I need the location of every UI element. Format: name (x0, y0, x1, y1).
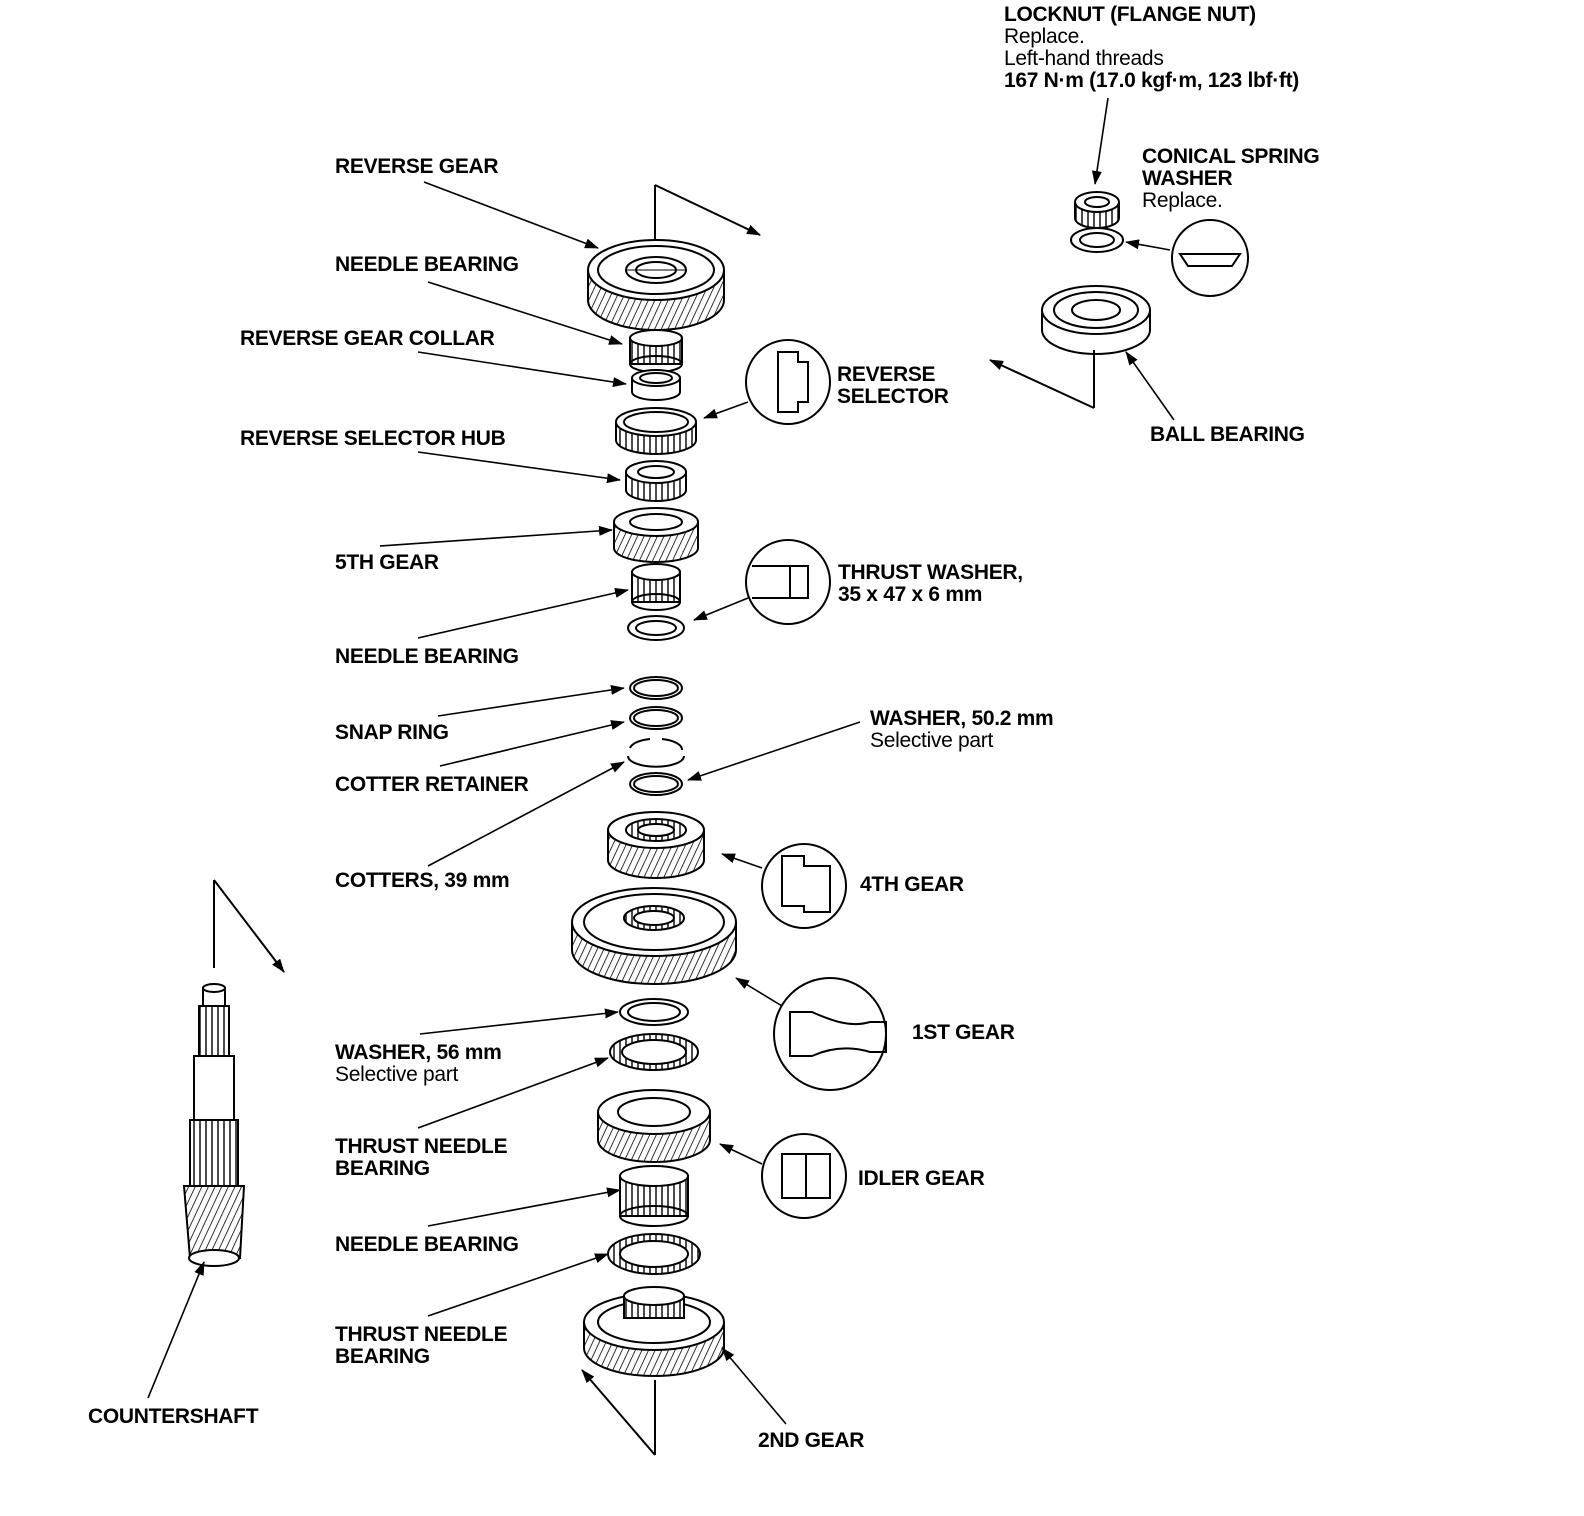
ball-bearing-axis (989, 350, 1095, 409)
reverse-selector-hub-label: REVERSE SELECTOR HUB (240, 427, 506, 450)
reverse-selector-part (615, 407, 697, 455)
washer-50-label: WASHER, 50.2 mm Selective part (870, 707, 1054, 752)
locknut-torque: 167 N·m (17.0 kgf·m, 123 lbf·ft) (1004, 69, 1299, 92)
locknut-part (1074, 191, 1120, 229)
washer-56-title: WASHER, 56 mm (335, 1041, 502, 1064)
idler-gear-detail (761, 1133, 847, 1219)
second-gear-label: 2ND GEAR (758, 1429, 865, 1452)
fourth-gear-detail (761, 843, 847, 929)
reverse-gear-collar-part (631, 369, 681, 401)
reverse-selector-line2: SELECTOR (837, 385, 949, 408)
locknut-note-threads: Left-hand threads (1004, 47, 1164, 70)
needle-bearing-low-part (619, 1165, 689, 1227)
fifth-gear-label: 5TH GEAR (335, 551, 439, 574)
needle-bearing-mid-label: NEEDLE BEARING (335, 645, 519, 668)
reverse-selector-line1: REVERSE (837, 363, 936, 386)
washer-56-label: WASHER, 56 mm Selective part (335, 1041, 502, 1086)
thrust-needle-2-line2: BEARING (335, 1345, 430, 1368)
ball-bearing-part (1041, 285, 1151, 355)
reverse-gear-collar-label: REVERSE GEAR COLLAR (240, 327, 495, 350)
second-gear-part (583, 1286, 725, 1377)
needle-bearing-top-label: NEEDLE BEARING (335, 253, 519, 276)
first-gear-detail (773, 977, 887, 1091)
leader-lines (147, 97, 1175, 1425)
thrust-washer-label: THRUST WASHER, 35 x 47 x 6 mm (838, 562, 1023, 606)
cotters-part (627, 738, 685, 768)
first-gear-part (571, 887, 737, 985)
first-gear-label: 1ST GEAR (912, 1021, 1015, 1044)
thrust-washer-part (627, 615, 685, 641)
reverse-selector-hub-part (625, 460, 687, 502)
reverse-gear-part (587, 239, 725, 331)
thrust-needle-2-line1: THRUST NEEDLE (335, 1323, 508, 1346)
snap-ring-label: SNAP RING (335, 721, 449, 744)
washer-56-part (619, 998, 689, 1026)
thrust-needle-bearing-1-label: THRUST NEEDLE BEARING (335, 1135, 508, 1180)
washer-50-part (629, 772, 683, 796)
locknut-note-replace: Replace. (1004, 25, 1085, 48)
locknut-title: LOCKNUT (FLANGE NUT) (1004, 3, 1256, 26)
conical-spring-washer-part (1070, 227, 1124, 253)
thrust-needle-bearing-2-label: THRUST NEEDLE BEARING (335, 1323, 508, 1368)
idler-gear-part (597, 1089, 711, 1163)
conical-washer-note: Replace. (1142, 189, 1223, 212)
washer-50-title: WASHER, 50.2 mm (870, 707, 1054, 730)
cotter-retainer-part (629, 706, 683, 730)
thrust-needle-1-line1: THRUST NEEDLE (335, 1135, 508, 1158)
thrust-needle-bearing-1-part (609, 1033, 699, 1071)
snap-ring-part (629, 676, 683, 700)
needle-bearing-low-label: NEEDLE BEARING (335, 1233, 519, 1256)
ball-bearing-label: BALL BEARING (1150, 423, 1305, 446)
idler-gear-label: IDLER GEAR (858, 1167, 985, 1190)
needle-bearing-top-part (629, 329, 683, 373)
fifth-gear-part (613, 507, 699, 563)
conical-spring-washer-label: CONICAL SPRING WASHER Replace. (1142, 145, 1320, 212)
fourth-gear-label: 4TH GEAR (860, 873, 964, 896)
thrust-needle-1-line2: BEARING (335, 1157, 430, 1180)
fourth-gear-part (607, 811, 705, 879)
countershaft-label: COUNTERSHAFT (88, 1405, 259, 1428)
thrust-washer-line1: THRUST WASHER, (838, 561, 1023, 584)
washer-56-note: Selective part (335, 1063, 459, 1086)
conical-washer-line1: CONICAL SPRING (1142, 145, 1320, 168)
reverse-selector-detail (745, 339, 831, 425)
thrust-needle-bearing-2-part (607, 1233, 701, 1275)
reverse-gear-label: REVERSE GEAR (335, 155, 499, 178)
thrust-washer-detail (745, 539, 831, 625)
thrust-washer-line2: 35 x 47 x 6 mm (838, 583, 983, 606)
conical-washer-line2: WASHER (1142, 167, 1233, 190)
cotter-retainer-label: COTTER RETAINER (335, 773, 529, 796)
countershaft-part (182, 879, 285, 1267)
washer-50-note: Selective part (870, 729, 994, 752)
reverse-selector-label: REVERSE SELECTOR (837, 364, 949, 408)
needle-bearing-mid-part (631, 563, 681, 611)
locknut-label: LOCKNUT (FLANGE NUT) Replace. Left-hand … (1004, 4, 1299, 92)
cotters-label: COTTERS, 39 mm (335, 869, 510, 892)
conical-washer-detail (1171, 219, 1249, 297)
